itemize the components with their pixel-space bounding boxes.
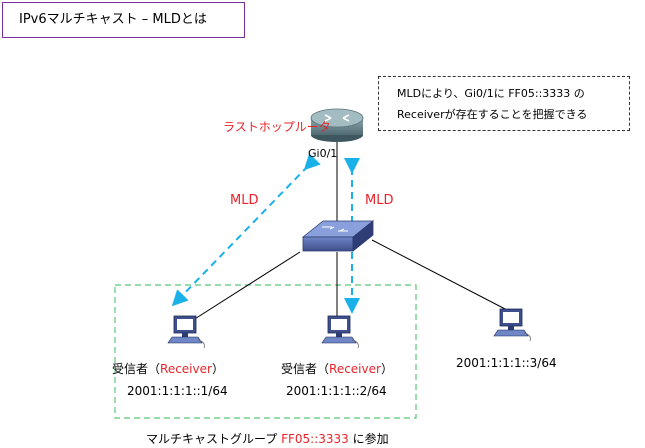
- mld-right-label: MLD: [365, 193, 394, 208]
- host-2-role-name: Receiver: [329, 362, 381, 376]
- mld-left-label: MLD: [230, 193, 259, 208]
- router-label: ラストホップルータ: [223, 120, 331, 134]
- host-1-role-prefix: 受信者（: [112, 362, 161, 376]
- group-address: FF05::3333: [281, 432, 349, 446]
- switch-host1-link: [189, 251, 301, 323]
- host-2-address: 2001:1:1:1::2/64: [286, 384, 387, 398]
- host-2-icon: [321, 315, 359, 349]
- page-title: IPv6マルチキャスト – MLDとは: [2, 2, 245, 38]
- multicast-group-region: [114, 284, 417, 419]
- host-2-role-suffix: ）: [380, 362, 393, 376]
- router-icon: [310, 108, 364, 142]
- note-line-2: Receiverが存在することを把握できる: [397, 108, 588, 121]
- group-prefix: マルチキャストグループ: [146, 432, 282, 446]
- host-1-icon: [167, 315, 205, 349]
- mld-arrow-left: [171, 153, 321, 307]
- note-line-1: MLDにより、Gi0/1に FF05::3333 の: [397, 87, 585, 100]
- note-callout: MLDにより、Gi0/1に FF05::3333 の Receiverが存在する…: [378, 76, 630, 131]
- router-interface-label: Gi0/1: [308, 147, 338, 160]
- switch-icon: [301, 220, 375, 252]
- group-suffix: に参加: [348, 432, 389, 446]
- page-title-text: IPv6マルチキャスト – MLDとは: [19, 12, 207, 27]
- host-1-role-name: Receiver: [160, 362, 212, 376]
- host-2-role-prefix: 受信者（: [281, 362, 330, 376]
- host-1-role-suffix: ）: [211, 362, 224, 376]
- host-2-role: 受信者（Receiver）: [281, 360, 393, 377]
- host-3-address: 2001:1:1:1::3/64: [456, 356, 557, 370]
- switch-host3-link: [371, 239, 508, 311]
- host-1-role: 受信者（Receiver）: [112, 360, 224, 377]
- multicast-group-label: マルチキャストグループ FF05::3333 に参加: [146, 430, 389, 447]
- host-1-address: 2001:1:1:1::1/64: [127, 384, 228, 398]
- host-3-icon: [493, 308, 531, 342]
